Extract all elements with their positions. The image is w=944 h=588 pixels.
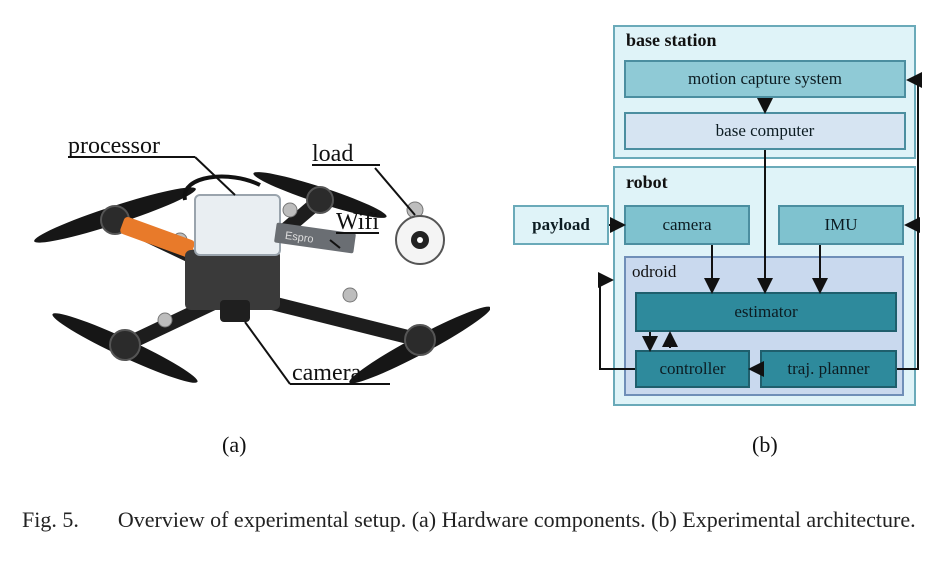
caption-label: Fig. 5. <box>22 507 79 532</box>
odroid-title: odroid <box>632 262 677 281</box>
wifi-module <box>274 222 356 254</box>
label-load: load <box>312 141 354 167</box>
battery <box>120 217 195 258</box>
label-camera: camera <box>292 360 362 386</box>
base-station-title: base station <box>626 30 717 50</box>
robot-title: robot <box>626 172 668 192</box>
svg-text:Espro: Espro <box>284 230 314 246</box>
label-wifi: Wifi <box>336 209 380 235</box>
traj-planner-box: traj. planner <box>760 350 897 388</box>
subfigure-label-a: (a) <box>222 432 247 457</box>
processor-case <box>194 194 281 256</box>
leader-lines <box>68 156 416 385</box>
label-processor: processor <box>68 133 160 159</box>
imu-box: IMU <box>778 205 904 245</box>
camera <box>220 300 250 322</box>
drone-body <box>185 250 280 310</box>
motion-capture-box: motion capture system <box>624 60 906 98</box>
subfigure-label-b: (b) <box>752 432 778 457</box>
payload-box: payload <box>513 205 609 245</box>
architecture-arrows <box>598 72 922 377</box>
figure-caption: Fig. 5. Overview of experimental setup. … <box>22 505 927 535</box>
controller-box: controller <box>635 350 750 388</box>
drone-hardware-photo: Espro <box>34 156 490 385</box>
robot-camera-box: camera <box>624 205 750 245</box>
caption-text: Overview of experimental setup. (a) Hard… <box>117 507 916 532</box>
